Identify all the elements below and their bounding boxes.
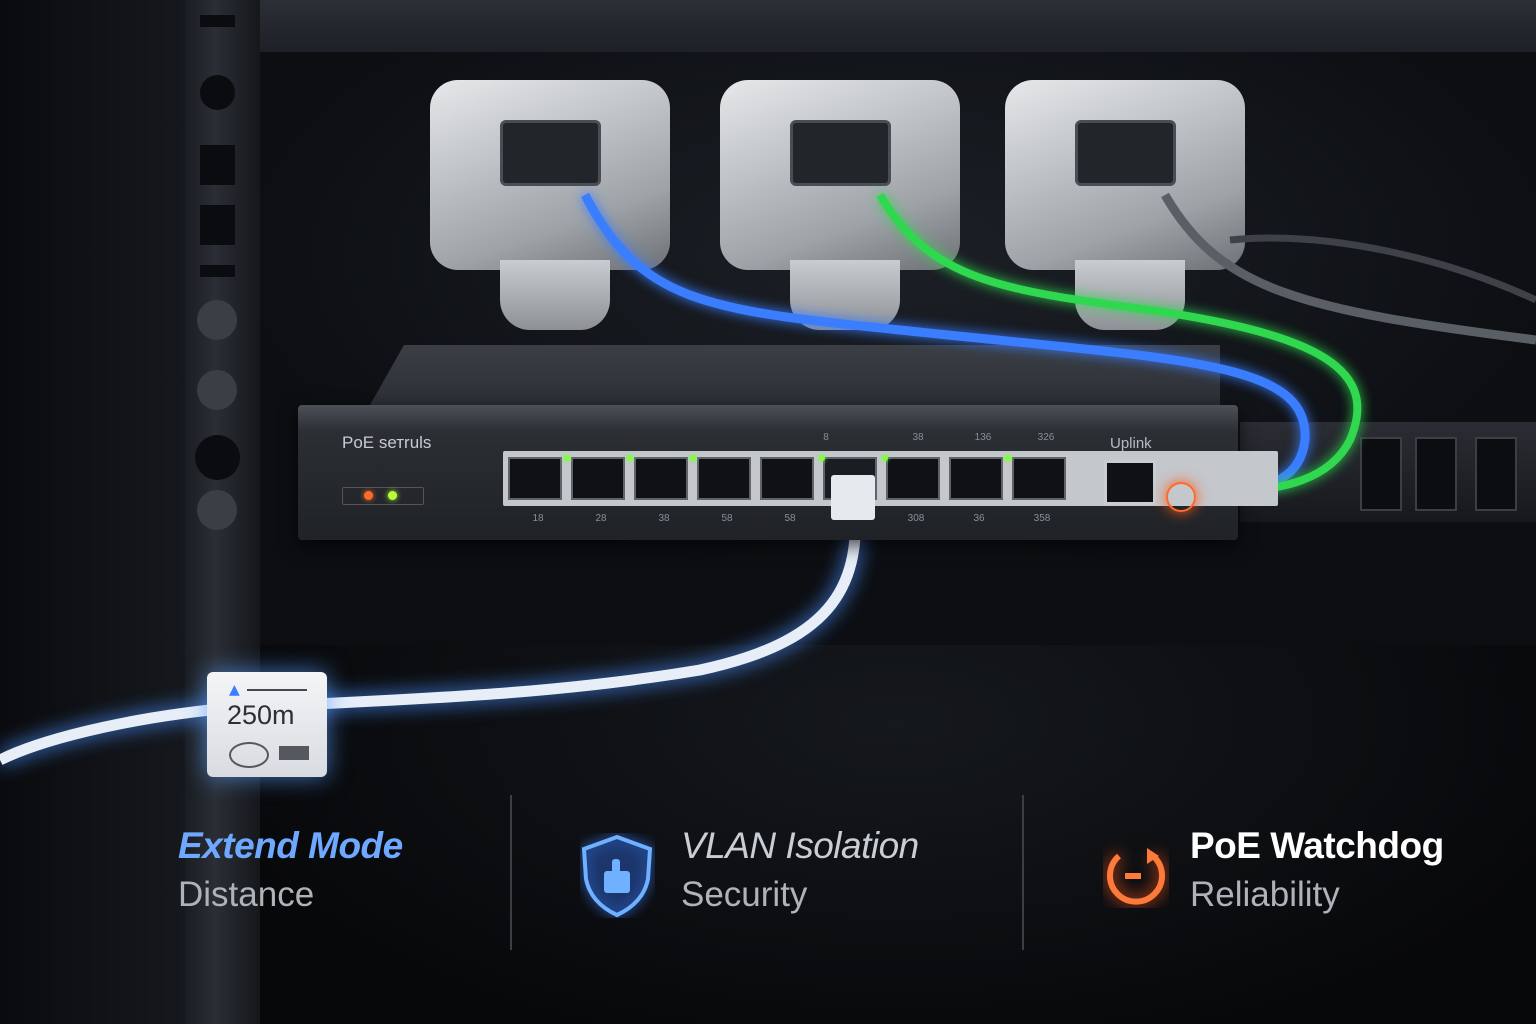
rj45-port-8[interactable]	[949, 457, 1003, 500]
port-bottom-number: 308	[907, 513, 925, 524]
green-cable	[876, 192, 1362, 494]
rack-mounting-rail	[185, 0, 260, 1024]
rj45-port-2[interactable]	[571, 457, 625, 500]
rack-side-panel	[0, 0, 185, 1024]
gray-cable	[1161, 192, 1536, 345]
port-bottom-number: 18	[532, 513, 544, 524]
white-extend-cable	[0, 499, 862, 765]
feature-vlan-isolation: VLAN Isolation Security	[681, 825, 919, 915]
power-led	[364, 491, 373, 500]
port-bottom-number: 36	[973, 513, 985, 524]
port-bottom-number: 28	[595, 513, 607, 524]
rj45-port-9[interactable]	[1012, 457, 1066, 500]
port-bottom-number: 58	[784, 513, 796, 524]
port-link-led	[819, 455, 825, 461]
blue-cable	[581, 192, 1310, 495]
switch-top-panel	[370, 345, 1220, 405]
port-bottom-number: 358	[1033, 513, 1051, 524]
port-top-number: 326	[1037, 432, 1055, 443]
system-led	[388, 491, 397, 500]
cable-coil-icon	[229, 742, 269, 768]
gray-cable-2	[1229, 234, 1536, 304]
ip-camera-3	[1005, 80, 1245, 330]
poe-switch: PoE sетruls 8 38 136 326 18 28 38 58 58	[298, 405, 1278, 540]
rack-lower-interior	[260, 645, 1536, 1024]
port-top-number: 8	[823, 432, 829, 443]
inserted-rj45-plug	[831, 475, 875, 520]
feature-divider	[1022, 795, 1024, 950]
distance-badge: ▲ 250m	[207, 672, 327, 777]
port-link-led	[882, 455, 888, 461]
switch-brand-label: PoE sетruls	[342, 433, 432, 452]
uplink-label: Uplink	[1110, 435, 1152, 452]
rj45-port-4[interactable]	[697, 457, 751, 500]
feature-title: VLAN Isolation	[681, 825, 919, 866]
feature-subtitle: Distance	[178, 875, 315, 914]
port-link-led	[690, 455, 696, 461]
feature-divider	[510, 795, 512, 950]
feature-title: Extend Mode	[178, 825, 403, 866]
port-link-led	[627, 455, 633, 461]
rj45-port-5[interactable]	[760, 457, 814, 500]
feature-poe-watchdog: PoE Watchdog Reliability	[1190, 825, 1444, 915]
badge-line	[247, 689, 307, 691]
device-icon	[279, 746, 309, 760]
uplink-port[interactable]	[1104, 460, 1156, 505]
rj45-port-3[interactable]	[634, 457, 688, 500]
status-led-panel	[342, 487, 424, 505]
port-bottom-number: 38	[658, 513, 670, 524]
watchdog-button[interactable]	[1166, 482, 1196, 512]
ip-camera-2	[720, 80, 960, 330]
rj45-port-1[interactable]	[508, 457, 562, 500]
signal-arrow-icon: ▲	[229, 682, 240, 698]
port-link-led	[564, 455, 570, 461]
rj45-port-7[interactable]	[886, 457, 940, 500]
patch-panel	[1240, 422, 1536, 522]
feature-extend-mode: Extend Mode Distance	[178, 825, 403, 915]
port-top-number: 136	[974, 432, 992, 443]
port-top-number: 38	[912, 432, 924, 443]
port-bottom-number: 58	[721, 513, 733, 524]
port-link-led	[1005, 455, 1011, 461]
restart-arrow-icon	[1103, 842, 1169, 912]
feature-title: PoE Watchdog	[1190, 825, 1444, 866]
feature-subtitle: Reliability	[1190, 875, 1340, 914]
feature-subtitle: Security	[681, 875, 808, 914]
shield-thumbs-up-icon	[580, 833, 655, 922]
ip-camera-1	[430, 80, 670, 330]
port-bank	[503, 451, 1278, 506]
rack-top-crossbar	[260, 0, 1536, 52]
distance-value: 250m	[227, 700, 295, 730]
